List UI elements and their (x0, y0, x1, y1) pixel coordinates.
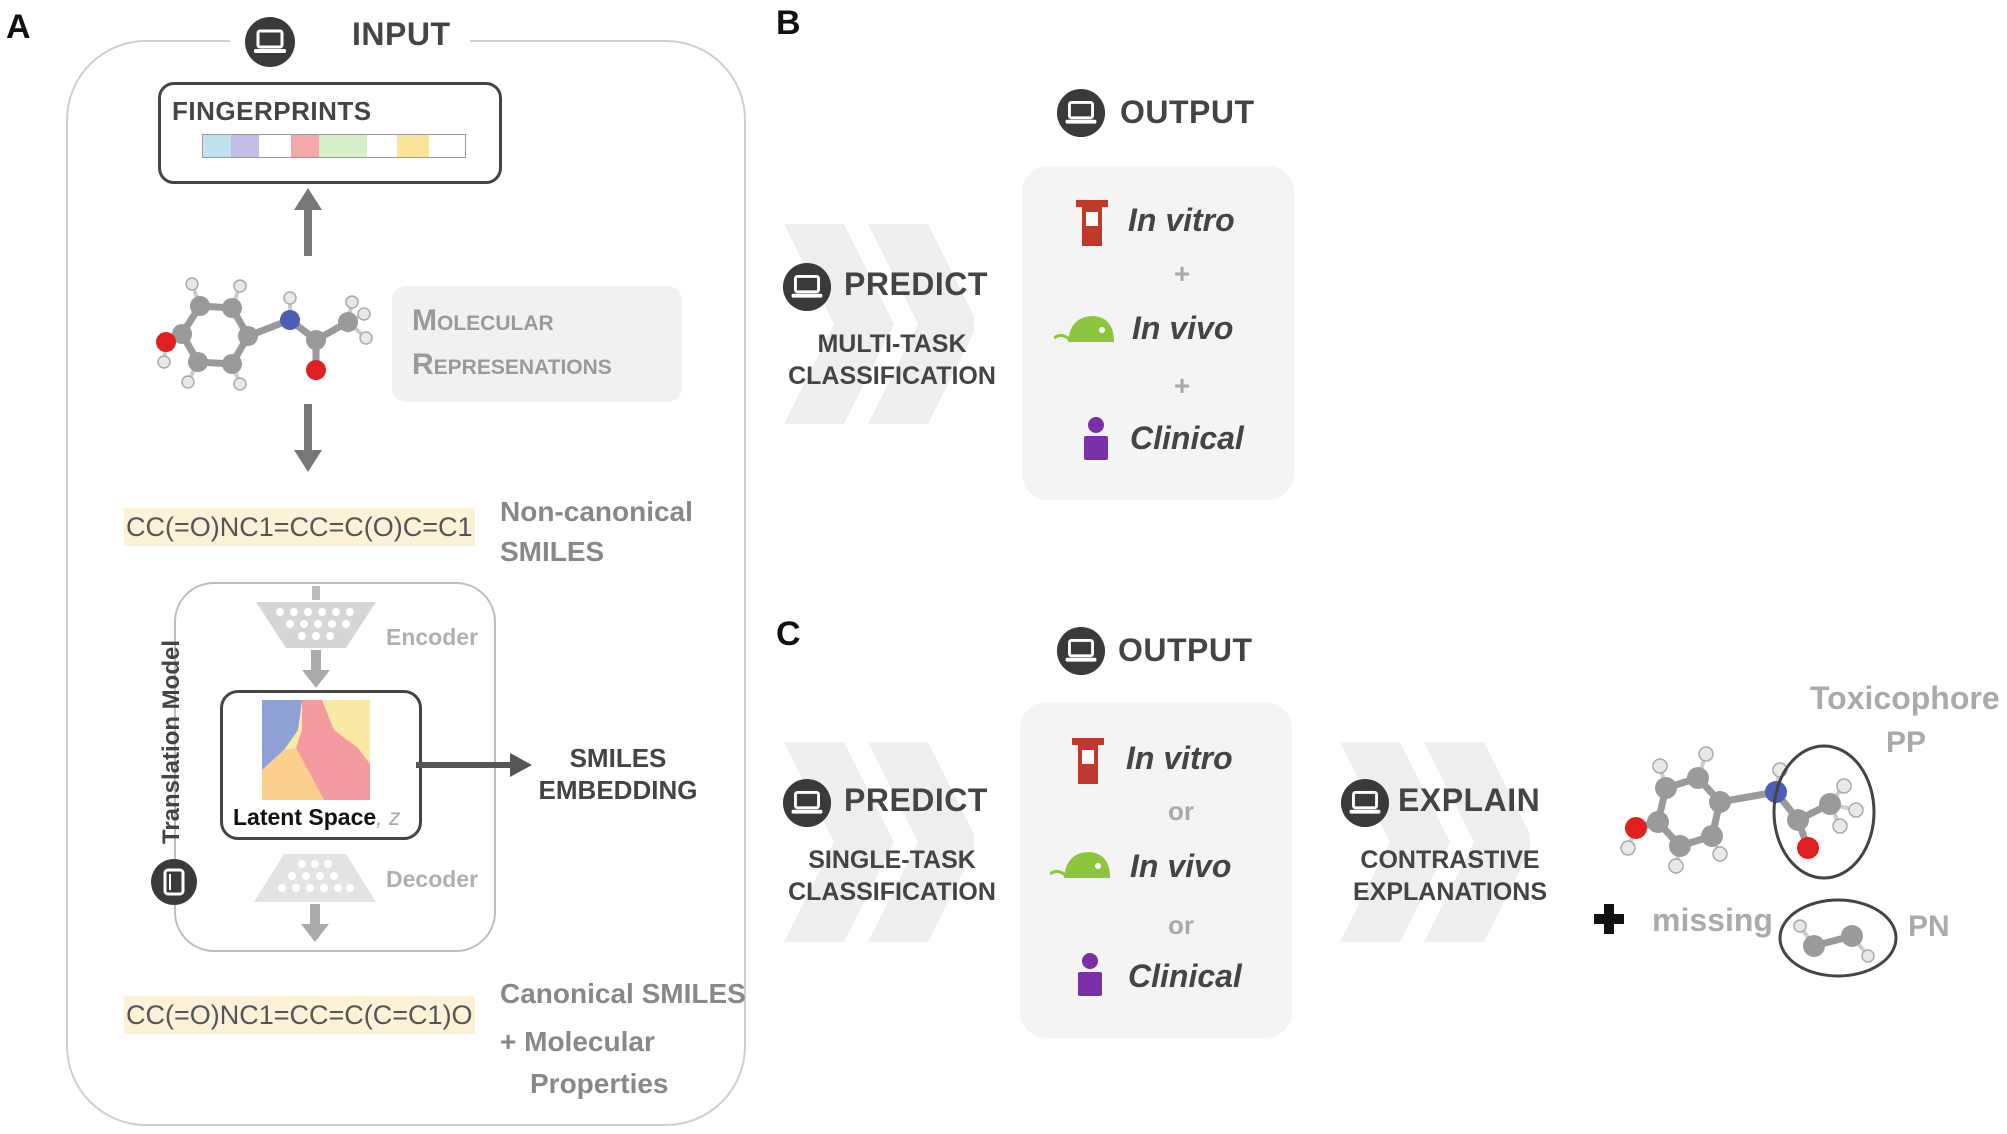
arrow-down-icon (290, 404, 326, 472)
plus-separator: + (1173, 258, 1191, 289)
contrastive-line2: EXPLANATIONS (1353, 878, 1547, 906)
multitask-label: MULTI-TASK CLASSIFICATION (766, 328, 1018, 392)
latent-space-label: Latent Space, z (233, 804, 400, 831)
fingerprint-bit (397, 135, 429, 157)
output-title: OUTPUT (1118, 632, 1253, 668)
laptop-icon (782, 262, 832, 312)
person-icon (1082, 416, 1110, 460)
panel-label-b: B (776, 4, 801, 42)
explanation-molecule (1608, 730, 1888, 880)
clinical-label: Clinical (1128, 958, 1242, 994)
plus-bold-icon (1594, 904, 1624, 934)
singletask-line1: SINGLE-TASK (808, 846, 976, 874)
laptop-icon (1056, 88, 1106, 138)
singletask-label: SINGLE-TASK CLASSIFICATION (766, 844, 1018, 908)
or-separator: or (1168, 796, 1194, 826)
pn-label: PN (1908, 910, 1950, 943)
predict-title: PREDICT (844, 266, 988, 302)
encoder-icon (256, 586, 376, 692)
contrastive-line1: CONTRASTIVE (1360, 846, 1540, 874)
output-box (1022, 166, 1294, 500)
laptop-icon (1340, 778, 1390, 828)
laptop-icon (782, 778, 832, 828)
contrastive-label: CONTRASTIVE EXPLANATIONS (1320, 844, 1580, 908)
fingerprint-bit (429, 135, 463, 157)
molecular-representations-box (392, 286, 682, 402)
translation-model-label: Translation Model (158, 639, 185, 845)
person-icon (1076, 952, 1104, 996)
in-vivo-label: In vivo (1132, 310, 1234, 346)
in-vitro-label: In vitro (1128, 202, 1235, 238)
mouse-icon (1054, 312, 1116, 346)
test-tube-icon (1070, 738, 1106, 784)
molecule-paracetamol (140, 262, 380, 402)
fingerprint-bit (319, 135, 367, 157)
fingerprint-bit (367, 135, 397, 157)
decoder-icon (252, 846, 378, 948)
arrow-right-icon (416, 752, 532, 778)
fingerprint-vector (202, 134, 466, 158)
smiles-embedding-label: SMILES EMBEDDING (526, 742, 710, 806)
panel-label-c: C (776, 615, 801, 653)
in-vivo-label: In vivo (1130, 848, 1232, 884)
chevron-arrows-icon (784, 742, 974, 942)
test-tube-icon (1074, 200, 1110, 246)
explain-title: EXPLAIN (1398, 782, 1541, 818)
missing-label: missing (1652, 902, 1773, 938)
decoder-label: Decoder (386, 866, 479, 892)
input-title: INPUT (352, 16, 451, 52)
output-title: OUTPUT (1120, 94, 1255, 130)
multitask-line2: CLASSIFICATION (788, 362, 996, 390)
singletask-line2: CLASSIFICATION (788, 878, 996, 906)
fingerprints-box (158, 82, 502, 184)
encoder-label: Encoder (386, 624, 479, 650)
arrow-up-icon (290, 188, 326, 256)
noncanonical-smiles: CC(=O)NC1=CC=C(O)C=C1 (124, 508, 475, 546)
laptop-icon (244, 16, 296, 68)
latent-space-text: Latent Space (233, 804, 377, 830)
smiles-embedding-line1: SMILES (569, 743, 667, 773)
or-separator: or (1168, 910, 1194, 940)
fingerprint-bit (259, 135, 291, 157)
in-vitro-label: In vitro (1126, 740, 1233, 776)
missing-fragment (1778, 896, 1898, 980)
fingerprint-bit (291, 135, 319, 157)
predict-title: PREDICT (844, 782, 988, 818)
plus-separator: + (1173, 370, 1191, 401)
panel-label-a: A (6, 8, 31, 46)
latent-variable: , z (376, 804, 401, 830)
latent-space-map (262, 700, 370, 800)
molecular-representations-line1: Molecular (412, 304, 554, 337)
fingerprint-bit (231, 135, 259, 157)
chevron-arrows-icon (784, 224, 974, 424)
mouse-icon (1050, 848, 1112, 882)
smiles-string: CC(=O)NC1=CC=C(O)C=C1 (124, 508, 475, 546)
chevron-arrows-icon (1340, 742, 1530, 942)
model-icon (150, 858, 198, 906)
fingerprint-bit (203, 135, 231, 157)
canonical-smiles: CC(=O)NC1=CC=C(C=C1)O (124, 996, 475, 1034)
smiles-string: CC(=O)NC1=CC=C(C=C1)O (124, 996, 475, 1034)
multitask-line1: MULTI-TASK (817, 330, 967, 358)
noncanonical-label-line2: SMILES (500, 536, 605, 567)
fingerprints-label: FINGERPRINTS (172, 96, 372, 126)
molecular-properties-line1: + Molecular (500, 1026, 655, 1057)
toxicophore-label: Toxicophore (1810, 680, 2000, 716)
noncanonical-label-line1: Non-canonical (500, 496, 693, 527)
pp-label: PP (1886, 726, 1927, 759)
laptop-icon (1056, 626, 1106, 676)
canonical-label: Canonical SMILES (500, 978, 746, 1009)
smiles-embedding-line2: EMBEDDING (538, 775, 698, 805)
molecular-properties-line2: Properties (530, 1068, 669, 1099)
clinical-label: Clinical (1130, 420, 1244, 456)
molecular-representations-line2: Represenations (412, 348, 612, 381)
